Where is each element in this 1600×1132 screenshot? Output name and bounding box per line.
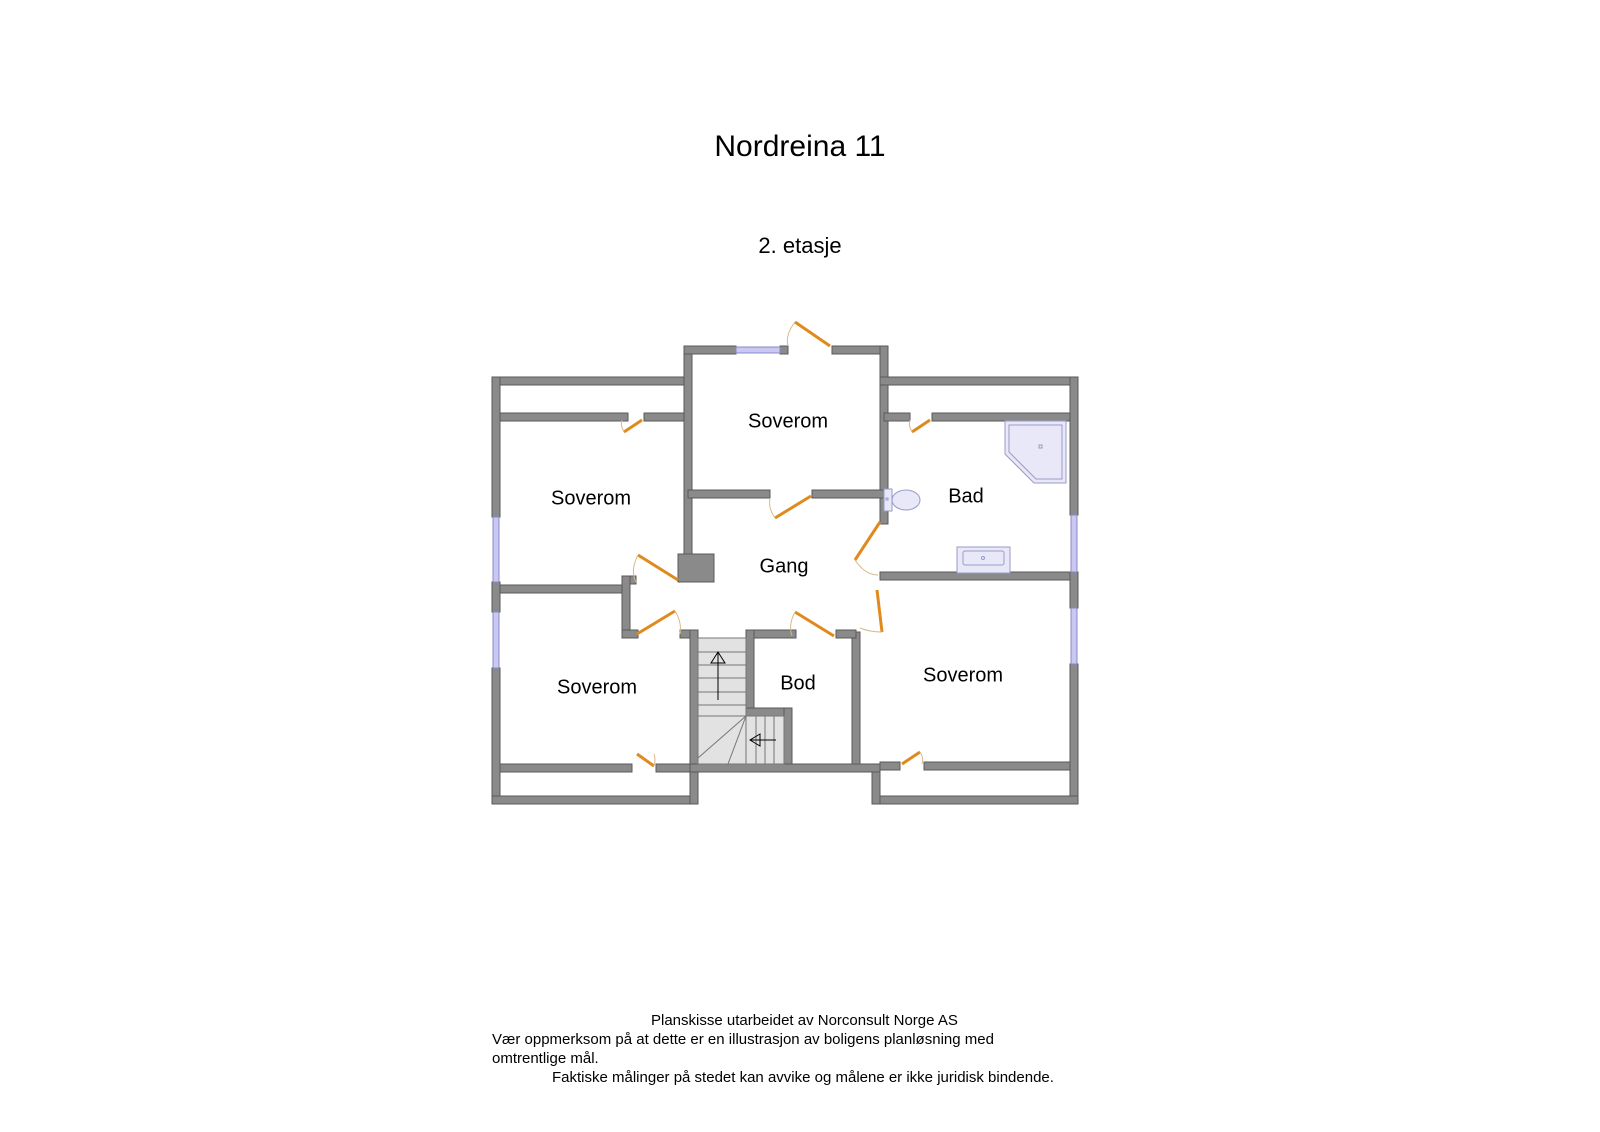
room-label-soverom-top: Soverom — [747, 410, 829, 433]
footer-disclaimer-line1: Vær oppmerksom på at dette er en illustr… — [492, 1031, 994, 1048]
plan-title: Nordreina 11 — [714, 130, 886, 163]
room-label-soverom-left-upper: Soverom — [550, 487, 632, 510]
room-label-bad: Bad — [948, 485, 984, 508]
stair-arrow-up-icon — [710, 651, 726, 700]
shower-icon — [1004, 420, 1067, 484]
footer-credit: Planskisse utarbeidet av Norconsult Norg… — [651, 1012, 958, 1029]
footer-disclaimer-line3: Faktiske målinger på stedet kan avvike o… — [552, 1069, 1054, 1086]
bathroom-fixtures — [883, 420, 1067, 574]
room-label-soverom-right-lower: Soverom — [922, 664, 1004, 687]
room-label-soverom-left-lower: Soverom — [556, 676, 638, 699]
windows — [492, 346, 1078, 669]
footer-disclaimer-line2: omtrentlige mål. — [492, 1050, 599, 1067]
door-swings — [620, 321, 924, 767]
room-label-bod: Bod — [780, 672, 816, 695]
doors — [623, 320, 931, 768]
toilet-icon — [883, 488, 921, 512]
sink-icon — [956, 546, 1011, 574]
room-label-gang: Gang — [759, 555, 809, 578]
floor-label: 2. etasje — [758, 233, 842, 258]
stair — [697, 637, 785, 765]
stair-arrow-left-icon — [749, 733, 776, 747]
walls — [491, 345, 1079, 805]
